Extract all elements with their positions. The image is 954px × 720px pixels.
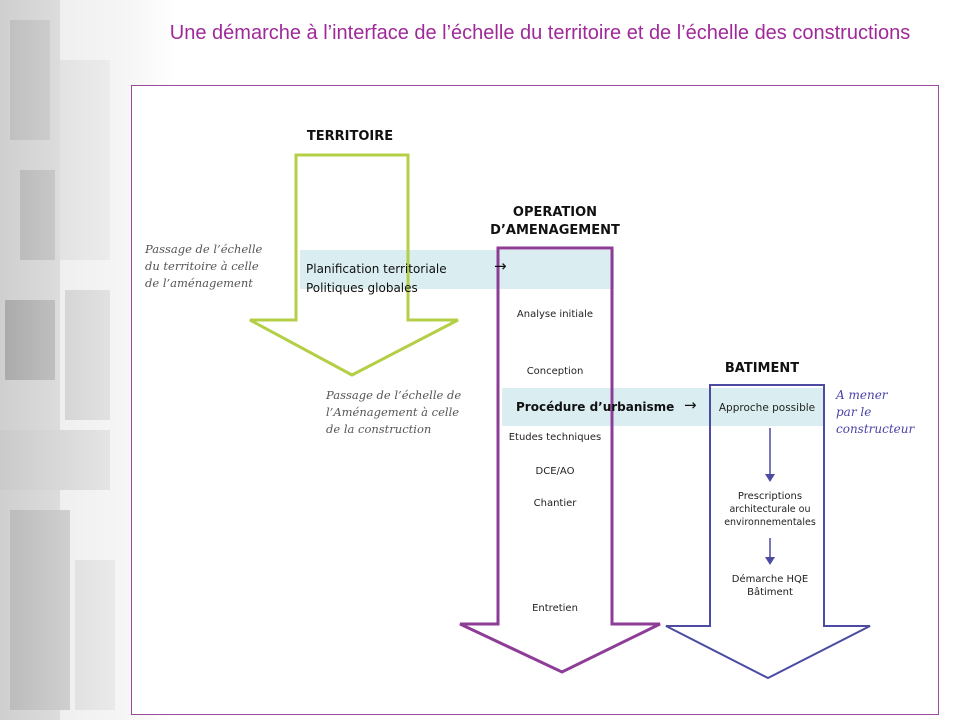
operation-arrow [459,246,661,674]
batiment-step-hqe-line2: Bâtiment [747,587,793,598]
batiment-step-arrowhead-2 [765,557,775,565]
batiment-step-hqe-line1: Démarche HQE [731,574,809,585]
slide-title: Une démarche à l’interface de l’échelle … [169,22,911,44]
step-conception: Conception [526,366,584,377]
batiment-step-prescriptions-line3: environnementales [724,517,816,528]
planification-line2: Politiques globales [306,281,418,295]
operation-header-line2: D’AMENAGEMENT [490,223,620,238]
step-etudes-techniques: Etudes techniques [508,432,602,443]
batiment-header: BATIMENT [724,361,800,376]
note-territoire-line3: de l’aménagement [145,276,253,290]
batiment-step-arrowhead-1 [765,474,775,482]
territoire-arrow [249,153,459,377]
note-amenagement-line2: l’Aménagement à celle [326,405,460,419]
note-territoire-line1: Passage de l’échelle [145,242,263,256]
batiment-arrow [665,384,871,680]
batiment-step-prescriptions-line2: architecturale ou [729,504,811,515]
note-territoire-line2: du territoire à celle [145,259,259,273]
planification-arrow-icon: → [494,257,507,275]
batiment-step-prescriptions-line1: Prescriptions [737,491,803,502]
note-amenagement-line3: de la construction [326,422,432,436]
note-amenagement-line1: Passage de l’échelle de [326,388,462,402]
step-dce-ao: DCE/AO [535,466,575,477]
urbanisme-arrow-icon: → [684,396,697,414]
note-constructeur-line1: A mener [836,388,888,402]
step-analyse-initiale: Analyse initiale [516,309,594,320]
note-constructeur-line3: constructeur [836,422,915,436]
procedure-urbanisme-label: Procédure d’urbanisme [516,400,675,414]
urbanisme-band [502,388,824,426]
step-chantier: Chantier [533,498,577,509]
planification-band [300,250,614,289]
step-entretien: Entretien [532,603,578,614]
operation-header-line1: OPERATION [512,205,598,220]
territoire-header: TERRITOIRE [306,129,394,144]
approche-possible-label: Approche possible [718,402,816,414]
planification-line1: Planification territoriale [306,262,447,276]
note-constructeur-line2: par le [836,405,872,419]
